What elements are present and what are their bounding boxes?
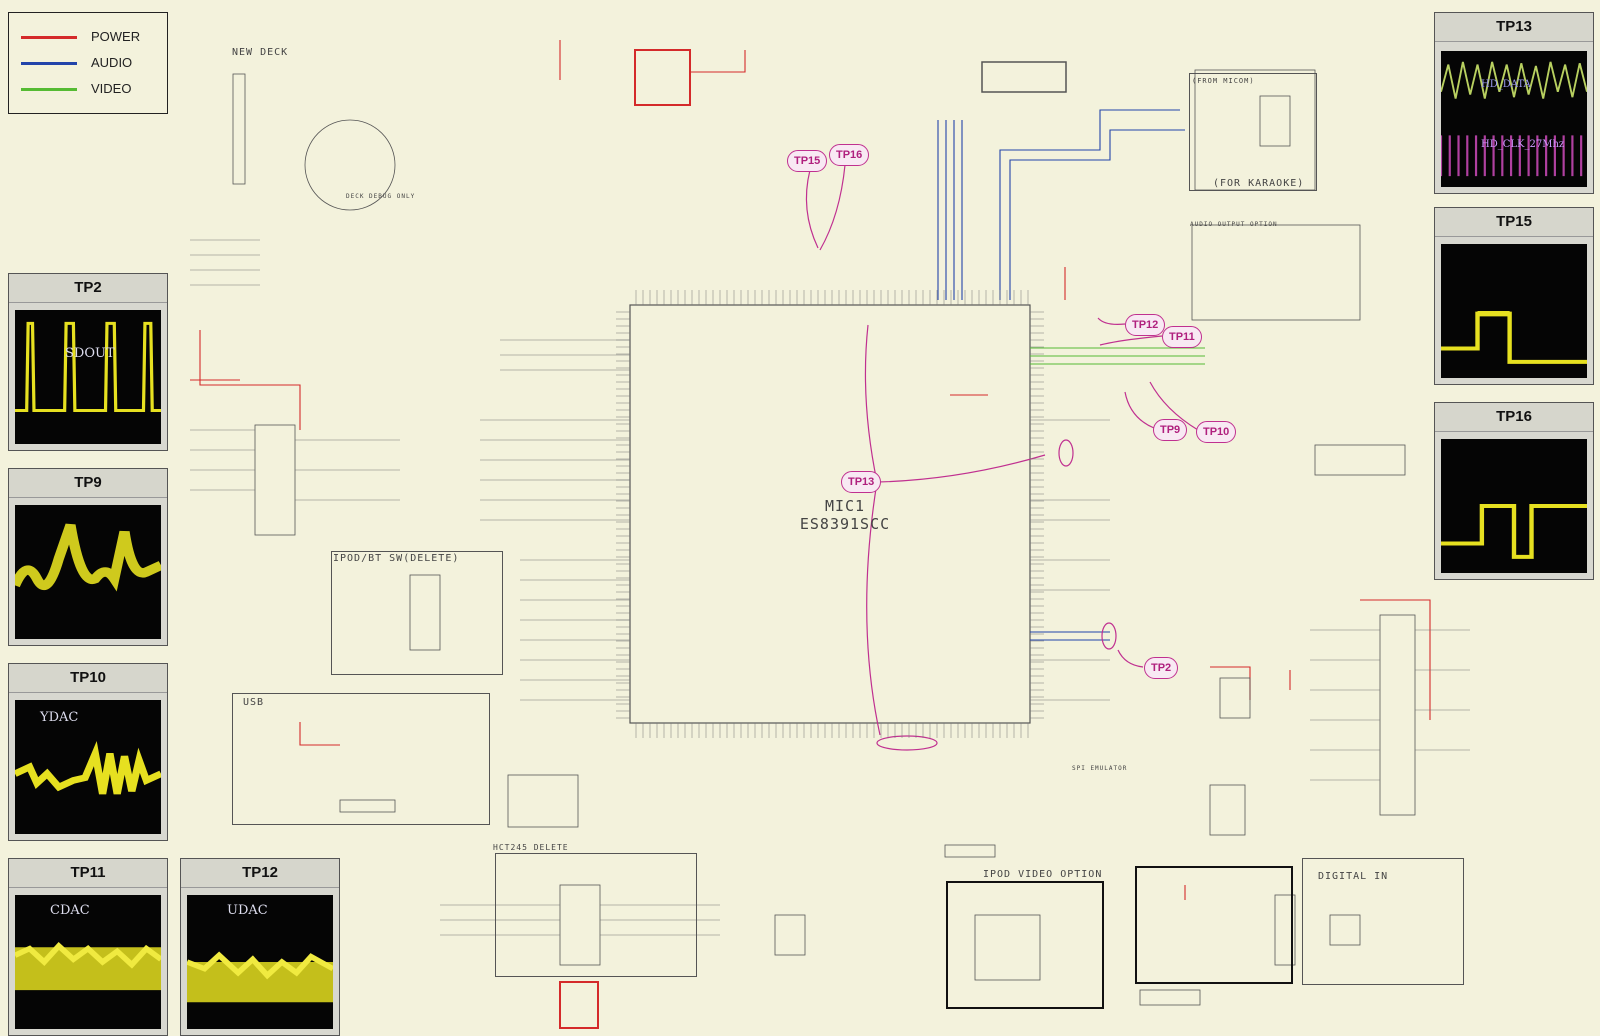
legend-box: POWER AUDIO VIDEO — [8, 12, 168, 114]
spi-emulator-label: SPI EMULATOR — [1072, 765, 1128, 772]
tp11-scope-screen: CDAC — [15, 895, 161, 1029]
tp2-scope-screen: SDOUT — [15, 310, 161, 444]
tp16-scope-screen — [1441, 439, 1587, 573]
tp15-panel: TP15 — [1434, 207, 1594, 385]
legend-item-video: VIDEO — [17, 79, 157, 99]
from-micom-label: (FROM MICOM) — [1192, 77, 1255, 85]
usb-section — [232, 693, 490, 825]
tp12-scope-screen: UDAC — [187, 895, 333, 1029]
tp11-marker: TP11 — [1162, 326, 1202, 348]
tp11-waveform — [15, 941, 161, 991]
tp16-marker: TP16 — [829, 144, 870, 166]
panel-title: TP15 — [1435, 208, 1593, 237]
main-chip-label: MIC1 ES8391SCC — [770, 497, 920, 533]
for-karaoke-label: (FOR KARAOKE) — [1213, 178, 1305, 189]
panel-title: TP2 — [9, 274, 167, 303]
tp13-waveform — [1441, 61, 1587, 177]
digital-in-section — [1302, 858, 1464, 985]
panel-title: TP10 — [9, 664, 167, 693]
ipod-bt-label: IPOD/BT SW(DELETE) — [333, 553, 460, 564]
tp12-marker: TP12 — [1125, 314, 1166, 336]
tp9-marker: TP9 — [1153, 419, 1188, 441]
tp11-signal-label: CDAC — [50, 903, 90, 918]
tp9-waveform — [15, 523, 161, 592]
legend-label: VIDEO — [91, 81, 132, 96]
tp15-scope-screen — [1441, 244, 1587, 378]
hct245-label: HCT245 DELETE — [493, 843, 569, 852]
hct245-section — [495, 853, 697, 977]
new-deck-label: NEW DECK — [232, 47, 289, 58]
tp13-marker: TP13 — [841, 471, 882, 493]
main-chip-part: ES8391SCC — [799, 515, 891, 533]
tp13-scope-screen: HD_DATA HD_CLK_27Mhz — [1441, 51, 1587, 187]
tp10-scope-screen: YDAC — [15, 700, 161, 834]
panel-title: TP12 — [181, 859, 339, 888]
tp16-waveform — [1441, 503, 1587, 559]
tp2-waveform — [15, 321, 161, 412]
usb-label: USB — [243, 697, 265, 708]
ipod-bt-section — [331, 551, 503, 675]
panel-title: TP16 — [1435, 403, 1593, 432]
tp2-marker: TP2 — [1144, 657, 1179, 679]
tp15-marker: TP15 — [787, 150, 828, 172]
legend-label: POWER — [91, 29, 141, 44]
ipod-video-section — [946, 881, 1104, 1009]
video-line-swatch — [21, 88, 77, 91]
legend-label: AUDIO — [91, 55, 133, 70]
tp13-clk-label: HD_CLK_27Mhz — [1481, 139, 1565, 150]
tp15-waveform — [1441, 311, 1587, 364]
tp9-scope-screen — [15, 505, 161, 639]
tp2-signal-label: SDOUT — [65, 346, 115, 361]
tp10-marker: TP10 — [1196, 421, 1237, 443]
legend-item-audio: AUDIO — [17, 53, 157, 73]
tp12-waveform — [187, 951, 333, 1003]
karaoke-section — [1189, 73, 1317, 191]
deck-debug-label: DECK DEBUG ONLY — [346, 193, 416, 200]
spi-flash-section — [1135, 866, 1293, 984]
panel-title: TP9 — [9, 469, 167, 498]
tp13-panel: TP13 HD_DATA HD_CLK_27Mhz — [1434, 12, 1594, 194]
power-line-swatch — [21, 36, 77, 39]
digital-in-label: DIGITAL IN — [1318, 871, 1389, 882]
panel-title: TP11 — [9, 859, 167, 888]
tp10-panel: TP10 YDAC — [8, 663, 168, 841]
tp10-signal-label: YDAC — [40, 710, 79, 725]
tp9-panel: TP9 — [8, 468, 168, 646]
tp10-waveform — [15, 741, 161, 795]
panel-title: TP13 — [1435, 13, 1593, 42]
tp13-data-label: HD_DATA — [1481, 79, 1531, 90]
main-chip-name: MIC1 — [824, 497, 866, 515]
tp12-panel: TP12 UDAC — [180, 858, 340, 1036]
legend-item-power: POWER — [17, 27, 157, 47]
tp11-panel: TP11 CDAC — [8, 858, 168, 1036]
audio-output-option-label: AUDIO OUTPUT OPTION — [1190, 221, 1278, 228]
audio-line-swatch — [21, 62, 77, 65]
tp2-panel: TP2 SDOUT — [8, 273, 168, 451]
ipod-video-label: IPOD VIDEO OPTION — [983, 869, 1103, 880]
tp12-signal-label: UDAC — [227, 903, 268, 918]
tp16-panel: TP16 — [1434, 402, 1594, 580]
